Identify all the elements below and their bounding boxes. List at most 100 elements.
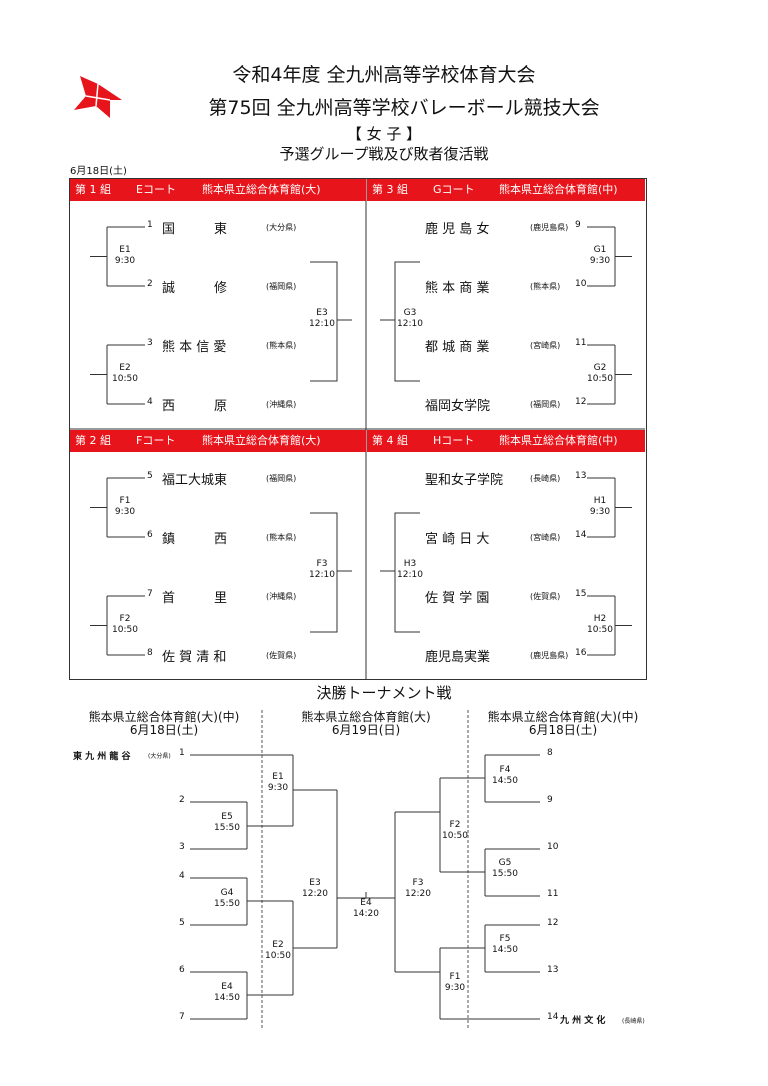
match-code: H1 [593, 495, 607, 506]
team-name: 聖和女子学院 [425, 473, 504, 488]
final-venue: 熊本県立総合体育館(大)(中) [487, 710, 639, 724]
bracket-line [310, 512, 338, 633]
slot-number: 13 [547, 965, 559, 975]
team-number: 5 [147, 471, 153, 481]
match-code: F1 [449, 972, 461, 982]
match-time: 12:10 [397, 319, 423, 329]
match-code: F2 [449, 820, 461, 830]
match-time: 9:30 [114, 255, 136, 266]
group-header-group: 第 4 組 [372, 434, 408, 447]
team-prefecture: (熊本県) [266, 533, 297, 542]
match-code: E3 [309, 878, 321, 888]
match-time: 9:30 [114, 506, 136, 517]
team-name: 宮 崎 日 大 [425, 532, 490, 547]
team-number: 13 [575, 471, 587, 481]
team-prefecture: (福岡県) [266, 282, 297, 291]
match-time: 15:50 [492, 869, 518, 879]
match-time: 14:50 [214, 993, 240, 1003]
team-number: 4 [147, 397, 153, 407]
date-label: 6月18日(土) [70, 166, 127, 177]
final-date: 6月19日(日) [331, 723, 401, 737]
match-code: F2 [119, 613, 131, 624]
slot-number: 9 [547, 795, 553, 805]
slot-number: 3 [179, 842, 185, 852]
match-time: 14:20 [353, 909, 379, 919]
team-prefecture: (佐賀県) [530, 592, 561, 601]
match-code: F3 [412, 878, 424, 888]
slot-number: 14 [547, 1012, 559, 1022]
group-header-venue: 熊本県立総合体育館(中) [499, 434, 618, 447]
team-number: 7 [147, 589, 153, 599]
match-code: F5 [499, 934, 511, 944]
team-number: 12 [575, 397, 587, 407]
match-code: E2 [119, 362, 131, 373]
match-time: 12:20 [405, 889, 431, 899]
team-name: 福工大城東 [162, 473, 228, 488]
team-name: 誠 修 [162, 281, 228, 296]
slot-number: 2 [179, 795, 185, 805]
match-time: 15:50 [214, 899, 240, 909]
match-code: E3 [316, 308, 328, 318]
team-number: 2 [147, 279, 153, 289]
team-name: 佐 賀 清 和 [162, 650, 227, 665]
team-prefecture: (福岡県) [530, 400, 561, 409]
match-code: G5 [498, 858, 512, 868]
team-number: 6 [147, 530, 153, 540]
group-header-group: 第 1 組 [75, 183, 111, 196]
match-time: 10:50 [112, 373, 138, 384]
team-prefecture: (宮崎県) [530, 341, 561, 350]
match-time: 9:30 [589, 506, 611, 517]
seed-team-prefecture: (長崎県) [622, 1018, 645, 1025]
match-code: E4 [221, 982, 233, 992]
bracket-line [394, 261, 420, 382]
final-date: 6月18日(土) [528, 723, 598, 737]
seed-team-prefecture: (大分県) [148, 753, 171, 760]
team-name: 熊 本 商 業 [425, 281, 490, 296]
title-line-1: 令和4年度 全九州高等学校体育大会 [232, 64, 536, 86]
match-code: E1 [272, 772, 284, 782]
match-code: E4 [360, 898, 372, 908]
team-prefecture: (沖縄県) [266, 400, 297, 409]
team-name: 鹿児島実業 [425, 650, 491, 665]
slot-number: 7 [179, 1012, 185, 1022]
team-number: 9 [575, 220, 581, 230]
team-number: 16 [575, 648, 587, 658]
match-time: 10:50 [587, 624, 613, 635]
group-header-court: Eコート [136, 183, 176, 196]
match-time: 10:50 [442, 831, 468, 841]
match-code: H2 [593, 613, 607, 624]
team-name: 佐 賀 学 園 [425, 591, 490, 606]
team-name: 鎮 西 [162, 532, 228, 547]
match-time: 12:10 [309, 570, 335, 580]
match-time: 14:50 [492, 945, 518, 955]
match-time: 15:50 [214, 823, 240, 833]
logo-icon [74, 76, 122, 118]
slot-number: 6 [179, 965, 185, 975]
match-code: E5 [221, 812, 233, 822]
match-code: F3 [316, 559, 328, 569]
match-code: G2 [593, 362, 607, 373]
team-number: 3 [147, 338, 153, 348]
slot-number: 11 [547, 889, 559, 899]
match-time: 10:50 [112, 624, 138, 635]
title-line-2: 第75回 全九州高等学校バレーボール競技大会 [208, 97, 600, 119]
match-code: G1 [593, 244, 607, 255]
team-name: 首 里 [162, 591, 228, 606]
slot-number: 5 [179, 918, 185, 928]
match-code: F4 [499, 765, 511, 775]
match-time: 12:20 [302, 889, 328, 899]
